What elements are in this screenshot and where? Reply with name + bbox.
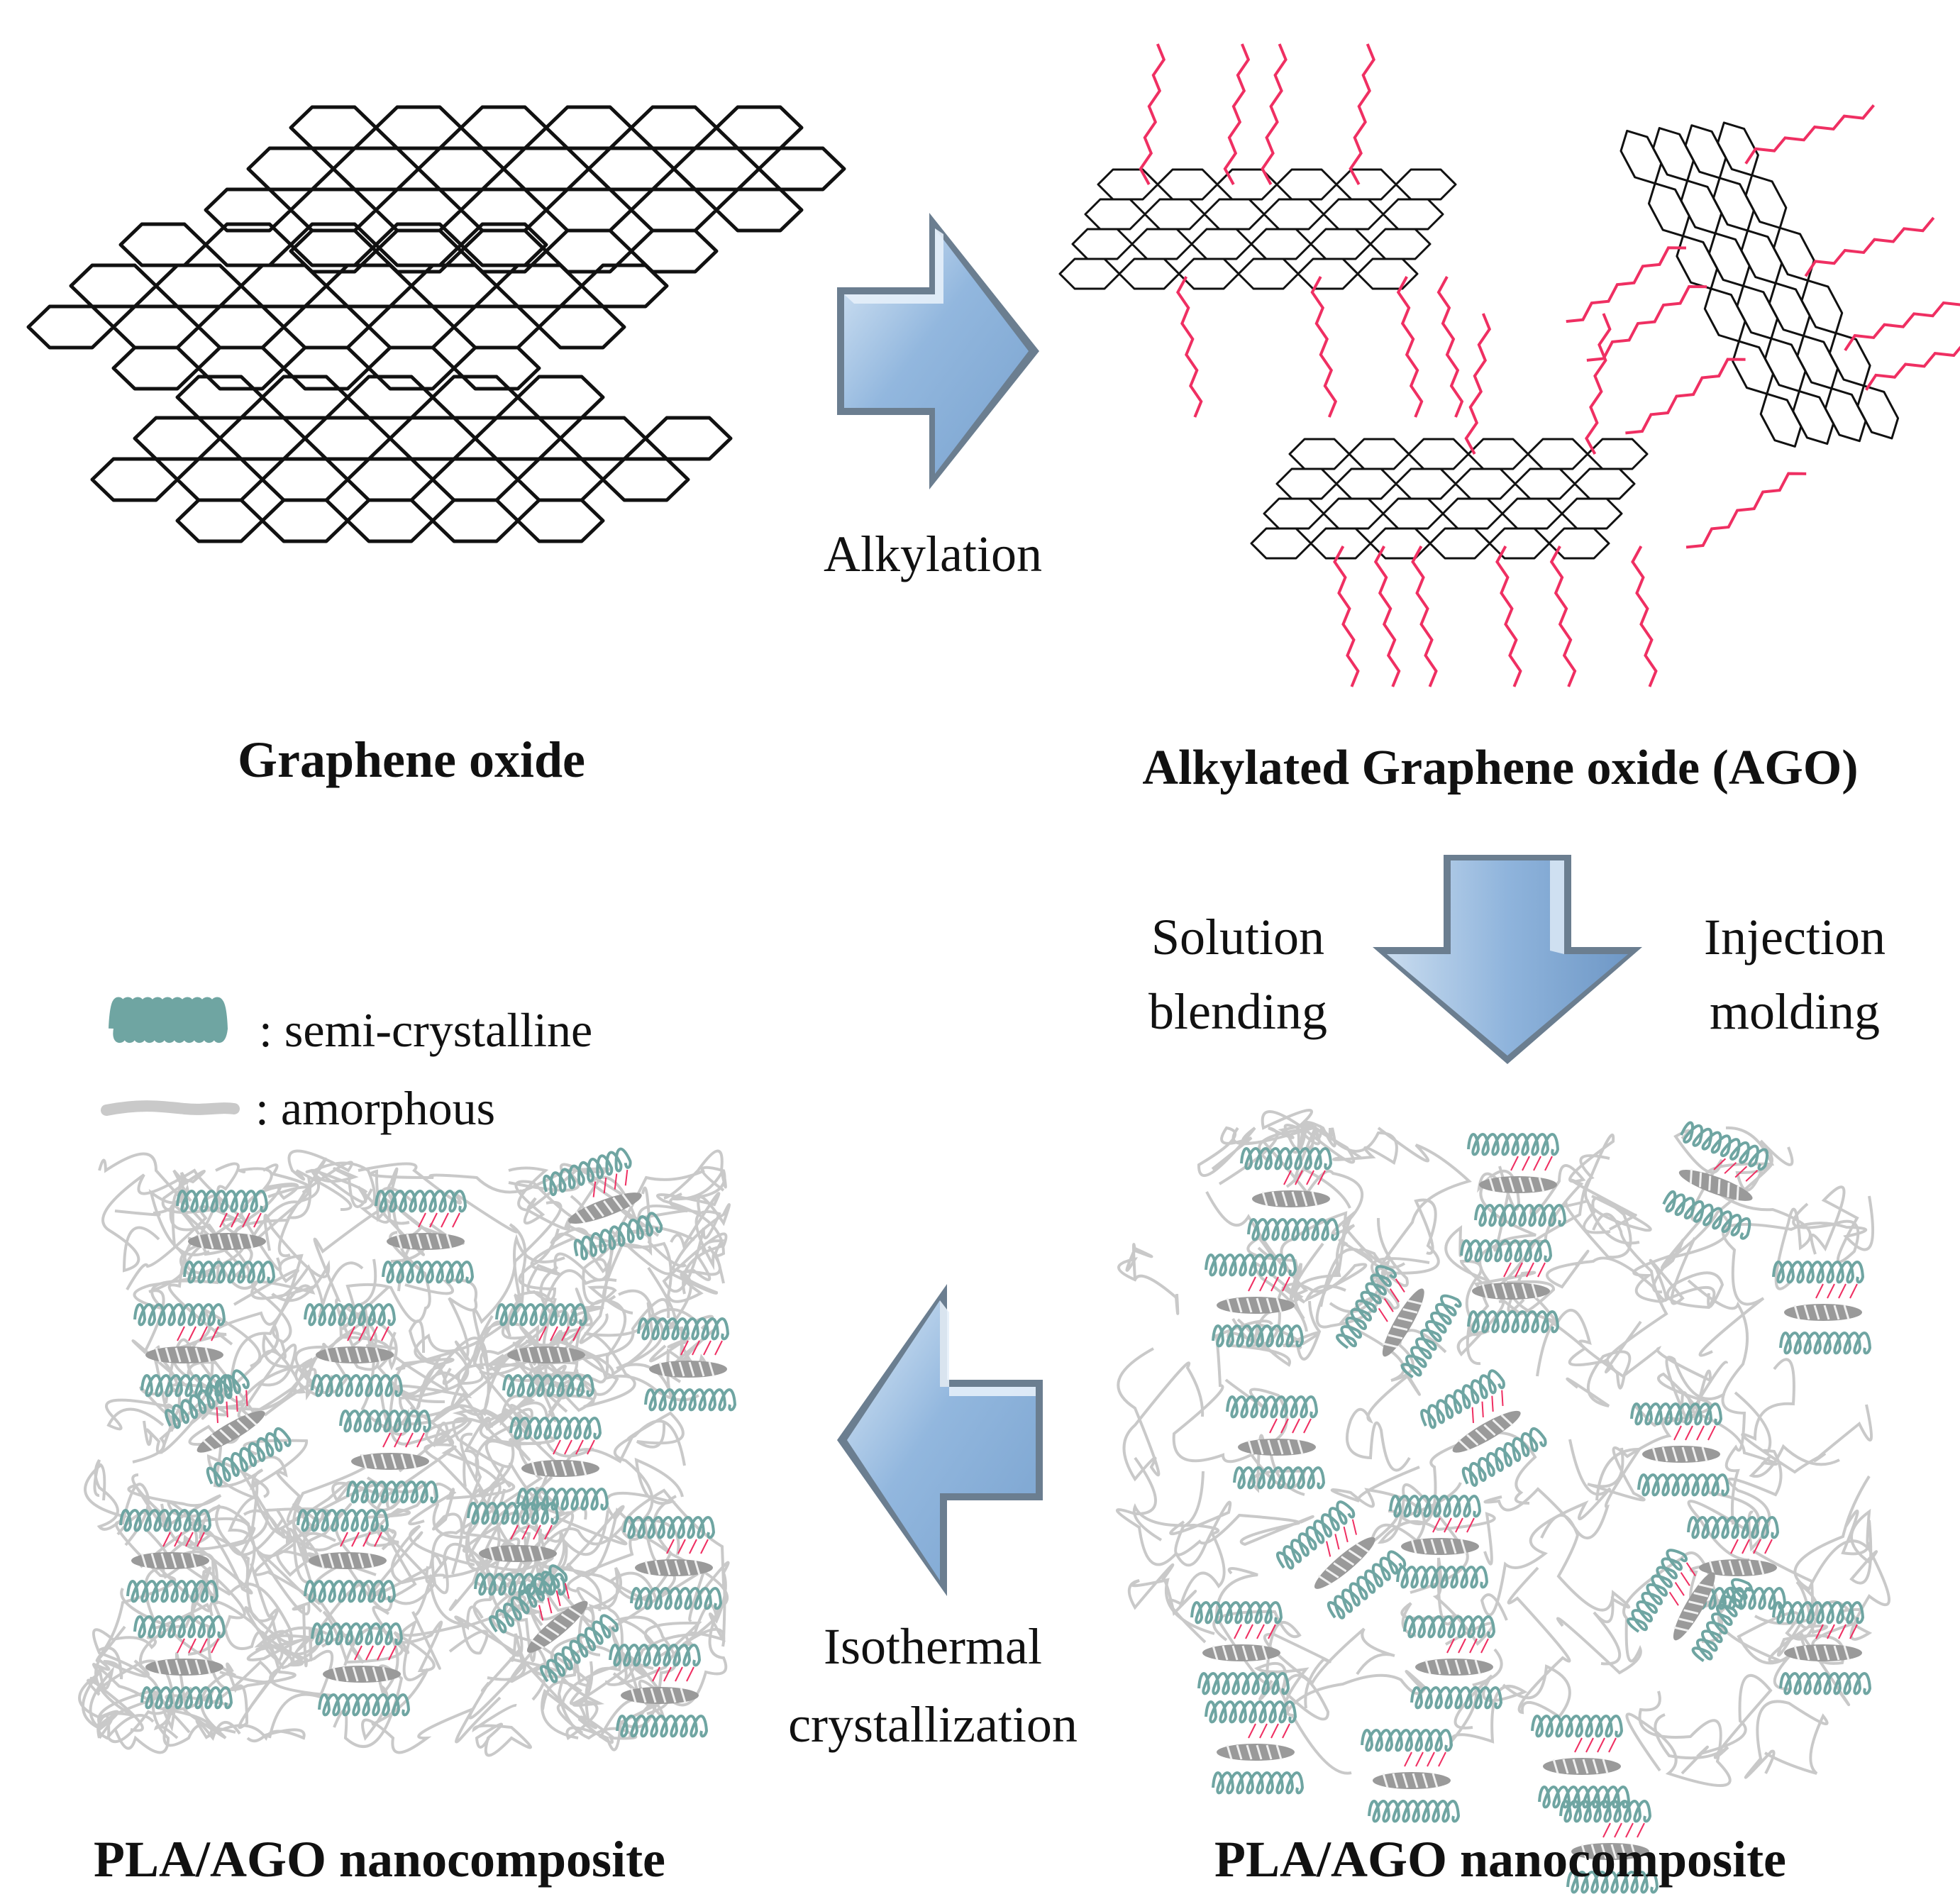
crystallites-left (119, 1147, 736, 1738)
graphene-oxide-sheets (26, 105, 846, 543)
isothermal-crystallization-arrow (837, 1284, 1043, 1596)
ago-title: Alkylated Graphene oxide (AGO) (1142, 741, 1858, 795)
composite-right-morphology (1116, 1109, 1890, 1894)
crystallites-right (1190, 1121, 1871, 1894)
semi-crystalline-legend-icon (109, 997, 228, 1044)
alkylated-graphene-oxide-sheets (1058, 43, 1960, 687)
solution-label: Solution (1151, 909, 1324, 965)
graphene-oxide-title: Graphene oxide (238, 731, 585, 788)
crystallization-label: crystallization (788, 1696, 1078, 1753)
composite-left-title: PLA/AGO nanocomposite (94, 1831, 665, 1888)
molding-label: molding (1710, 983, 1880, 1040)
isothermal-label: Isothermal (824, 1618, 1042, 1675)
alkylation-label: Alkylation (824, 526, 1042, 582)
composite-left-morphology (78, 1147, 736, 1757)
alkylation-arrow (837, 213, 1039, 489)
composite-right-title: PLA/AGO nanocomposite (1214, 1831, 1786, 1888)
blending-molding-arrow (1373, 855, 1642, 1064)
injection-label: Injection (1704, 909, 1886, 965)
amorphous-legend-icon (101, 1100, 240, 1116)
semi-crystalline-label: : semi-crystalline (259, 1003, 592, 1057)
legend: : semi-crystalline : amorphous (101, 997, 592, 1135)
amorphous-label: : amorphous (255, 1081, 495, 1135)
blending-label: blending (1148, 983, 1327, 1040)
